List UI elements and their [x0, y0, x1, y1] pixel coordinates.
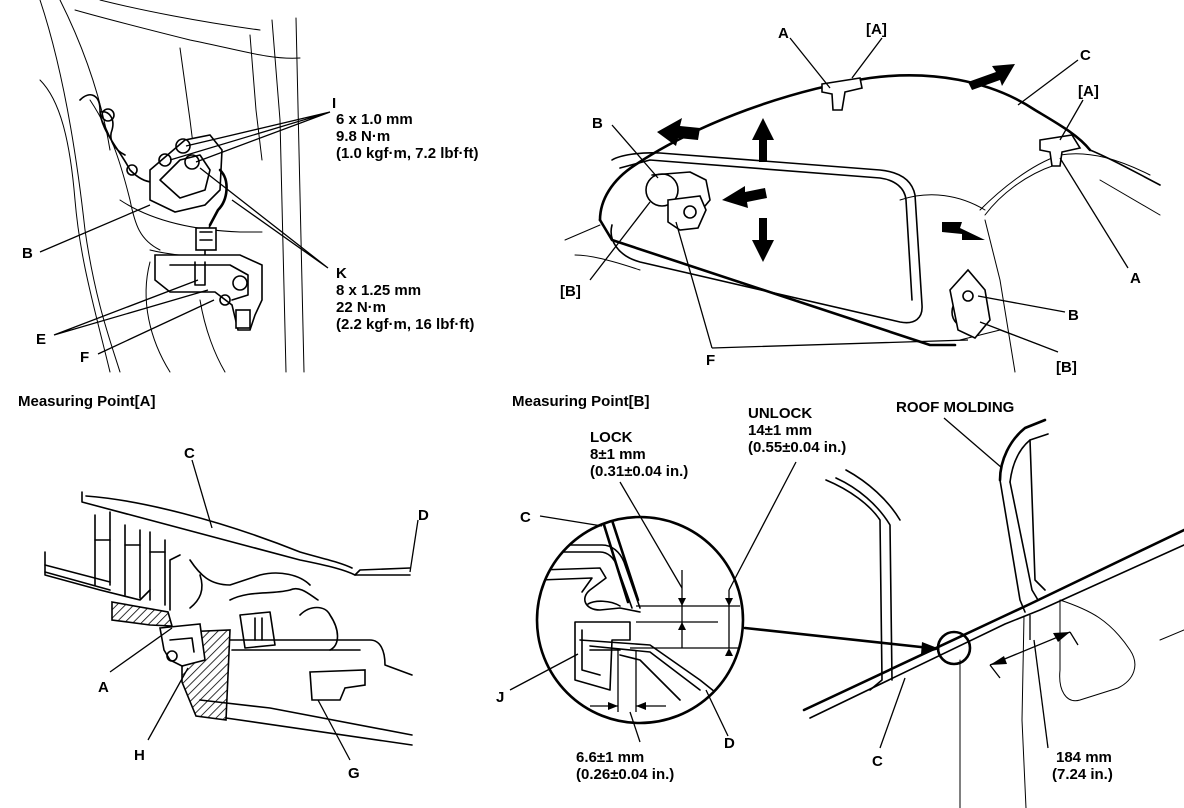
svg-text:22 N·m: 22 N·m — [336, 299, 386, 316]
roof-molding-section — [802, 417, 1184, 808]
svg-text:6 x 1.0 mm: 6 x 1.0 mm — [336, 111, 413, 128]
label-b-bracket-right: [B] — [1056, 359, 1077, 376]
latch-mounting-panel — [39, 0, 331, 373]
callout-k: K 8 x 1.25 mm 22 N·m (2.2 kgf·m, 16 lbf·… — [336, 265, 474, 333]
label-b-panel1: B — [22, 245, 33, 262]
svg-text:8 x 1.25 mm: 8 x 1.25 mm — [336, 282, 421, 299]
label-c-panel3: C — [184, 445, 195, 462]
label-d-panel4: D — [724, 735, 735, 752]
label-b-right: B — [1068, 307, 1079, 324]
label-e: E — [36, 331, 46, 348]
svg-text:(7.24 in.): (7.24 in.) — [1052, 766, 1113, 783]
measuring-point-a-title: Measuring Point[A] — [18, 393, 156, 410]
svg-text:184 mm: 184 mm — [1056, 749, 1112, 766]
svg-text:6.6±1 mm: 6.6±1 mm — [576, 749, 644, 766]
hardtop-panel — [564, 37, 1161, 373]
unlock-spec: UNLOCK 14±1 mm (0.55±0.04 in.) — [748, 405, 846, 456]
label-b-left: B — [592, 115, 603, 132]
svg-text:UNLOCK: UNLOCK — [748, 405, 812, 422]
label-c-panel4: C — [520, 509, 531, 526]
callout-i: I 6 x 1.0 mm 9.8 N·m (1.0 kgf·m, 7.2 lbf… — [332, 95, 479, 162]
svg-text:(2.2 kgf·m, 16 lbf·ft): (2.2 kgf·m, 16 lbf·ft) — [336, 316, 474, 333]
svg-text:9.8 N·m: 9.8 N·m — [336, 128, 390, 145]
svg-text:(0.31±0.04 in.): (0.31±0.04 in.) — [590, 463, 688, 480]
label-a-bracket-right: [A] — [1078, 83, 1099, 100]
label-c-panel5: C — [872, 753, 883, 770]
lock-spec: LOCK 8±1 mm (0.31±0.04 in.) — [590, 429, 688, 480]
label-a-panel3: A — [98, 679, 109, 696]
measuring-b-section — [509, 461, 940, 743]
measuring-point-b-title: Measuring Point[B] — [512, 393, 650, 410]
svg-text:14±1 mm: 14±1 mm — [748, 422, 812, 439]
label-j: J — [496, 689, 504, 706]
label-f-panel2: F — [706, 352, 715, 369]
label-b-bracket-left: [B] — [560, 283, 581, 300]
gap-spec: 6.6±1 mm (0.26±0.04 in.) — [576, 749, 674, 783]
svg-text:I: I — [332, 95, 336, 112]
svg-text:K: K — [336, 265, 347, 282]
roof-molding-title: ROOF MOLDING — [896, 399, 1014, 416]
svg-text:(0.55±0.04 in.): (0.55±0.04 in.) — [748, 439, 846, 456]
measuring-a-section — [44, 459, 419, 761]
molding-distance-spec: 184 mm (7.24 in.) — [1052, 749, 1113, 783]
label-f-panel1: F — [80, 349, 89, 366]
svg-text:(1.0 kgf·m, 7.2 lbf·ft): (1.0 kgf·m, 7.2 lbf·ft) — [336, 145, 479, 162]
label-a-top: A — [778, 25, 789, 42]
svg-text:8±1 mm: 8±1 mm — [590, 446, 646, 463]
label-a-bracket-top: [A] — [866, 21, 887, 38]
label-h: H — [134, 747, 145, 764]
label-g: G — [348, 765, 360, 782]
label-d-panel3: D — [418, 507, 429, 524]
label-c-panel2: C — [1080, 47, 1091, 64]
svg-text:LOCK: LOCK — [590, 429, 633, 446]
label-a-right: A — [1130, 270, 1141, 287]
svg-text:(0.26±0.04 in.): (0.26±0.04 in.) — [576, 766, 674, 783]
